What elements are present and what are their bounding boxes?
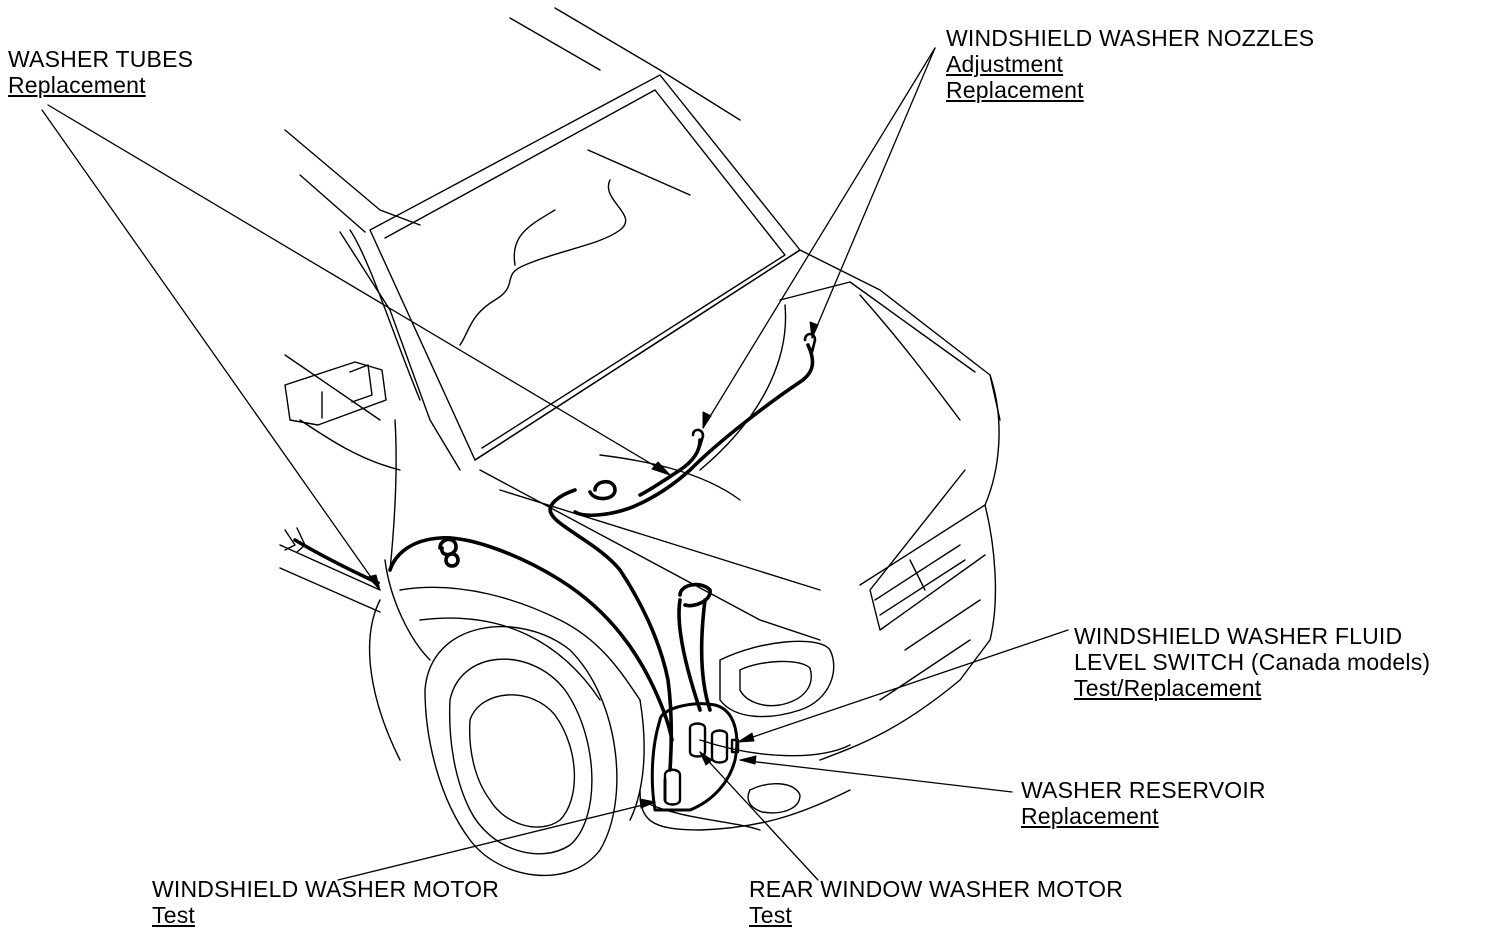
rear-window-washer-motor-test-link[interactable]: Test	[749, 902, 792, 928]
windshield-washer-motor-title: WINDSHIELD WASHER MOTOR	[152, 876, 500, 902]
fluid-level-switch-test-replacement-link[interactable]: Test/Replacement	[1074, 675, 1262, 701]
washer-nozzles-replacement-link[interactable]: Replacement	[946, 77, 1084, 103]
washer-tubes-replacement-link[interactable]: Replacement	[8, 72, 146, 98]
washer-tube-lines	[293, 343, 815, 772]
callout-washer-reservoir: WASHER RESERVOIR Replacement	[1021, 777, 1266, 829]
fluid-level-switch-title-line2: LEVEL SWITCH (Canada models)	[1074, 649, 1431, 675]
callout-rear-window-washer-motor: REAR WINDOW WASHER MOTOR Test	[749, 876, 1123, 928]
callout-windshield-washer-motor: WINDSHIELD WASHER MOTOR Test	[152, 876, 499, 928]
fluid-level-switch-title-line1: WINDSHIELD WASHER FLUID	[1074, 623, 1403, 649]
rear-window-washer-motor-title: REAR WINDOW WASHER MOTOR	[749, 876, 1124, 902]
callout-washer-tubes: WASHER TUBES Replacement	[8, 46, 193, 98]
washer-reservoir-replacement-link[interactable]: Replacement	[1021, 803, 1159, 829]
arrowheads	[367, 321, 819, 809]
washer-nozzles-adjustment-link[interactable]: Adjustment	[946, 51, 1064, 77]
washer-reservoir-title: WASHER RESERVOIR	[1021, 777, 1266, 803]
washer-nozzles-title: WINDSHIELD WASHER NOZZLES	[946, 25, 1315, 51]
washer-tubes-title: WASHER TUBES	[8, 46, 194, 72]
nozzle-shapes	[691, 332, 817, 448]
washer-motor-shapes	[663, 722, 740, 806]
callout-fluid-level-switch: WINDSHIELD WASHER FLUID LEVEL SWITCH (Ca…	[1074, 623, 1430, 701]
leader-lines	[41, 47, 1069, 881]
callout-washer-nozzles: WINDSHIELD WASHER NOZZLES Adjustment Rep…	[946, 25, 1314, 103]
windshield-washer-motor-test-link[interactable]: Test	[152, 902, 195, 928]
vehicle-body-lines	[279, 7, 1001, 877]
